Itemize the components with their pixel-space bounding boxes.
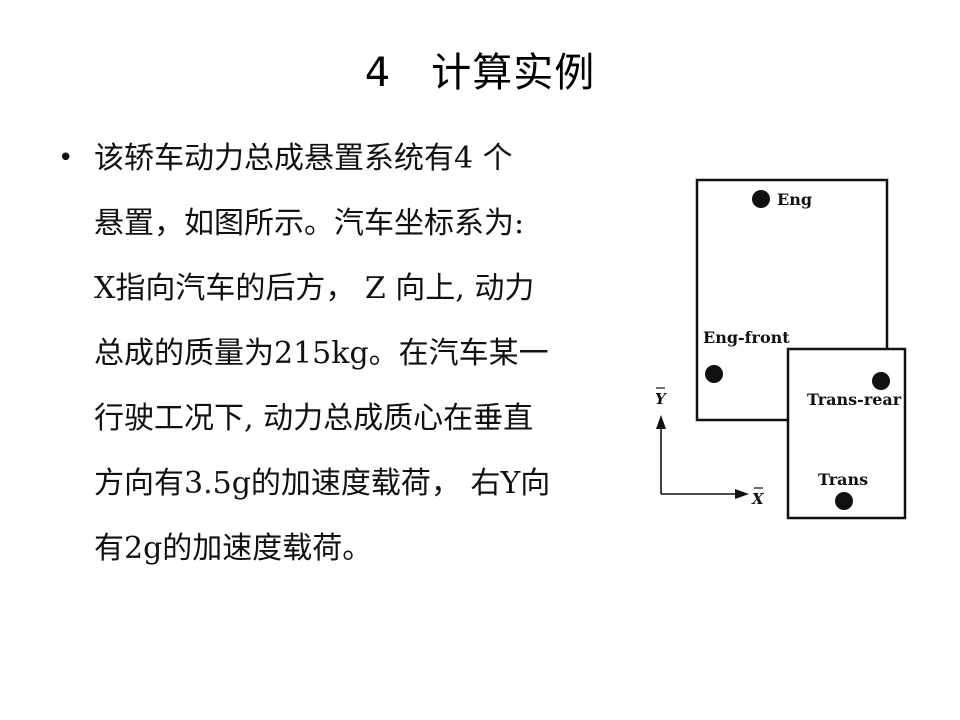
title-number: 4 [364, 50, 392, 96]
x-axis-label: X [751, 490, 765, 508]
y-axis-arrow-icon [656, 415, 666, 429]
body-line-5: 行驶工况下, 动力总成质心在垂直 [94, 401, 534, 436]
x-axis-arrow-icon [735, 489, 749, 499]
body-line-3: X指向汽车的后方， Z 向上, 动力 [94, 271, 535, 306]
body-paragraph: 该轿车动力总成悬置系统有4 个 悬置，如图所示。汽车坐标系为: X指向汽车的后方… [94, 130, 639, 585]
trans-mount-dot [835, 492, 853, 510]
mount-layout-svg: Eng Eng-front Trans-rear Trans Y X [655, 178, 907, 520]
mount-layout-figure: Eng Eng-front Trans-rear Trans Y X [645, 175, 915, 525]
body-line-2: 悬置，如图所示。汽车坐标系为: [94, 206, 525, 241]
eng-label: Eng [777, 190, 812, 209]
eng-front-label: Eng-front [703, 328, 790, 347]
title-text: 计算实例 [431, 50, 596, 96]
eng-front-mount-dot [705, 365, 723, 383]
body-line-7: 有2g的加速度载荷。 [94, 531, 373, 566]
eng-mount-dot [752, 190, 770, 208]
trans-rear-mount-dot [872, 372, 890, 390]
body-line-1: 该轿车动力总成悬置系统有4 个 [94, 141, 513, 176]
trans-rear-label: Trans-rear [807, 390, 902, 409]
trans-label: Trans [818, 470, 868, 489]
body-line-4: 总成的质量为215kg。在汽车某一 [94, 336, 549, 371]
body-line-6: 方向有3.5g的加速度载荷， 右Y向 [94, 466, 551, 501]
y-axis-label: Y [655, 390, 667, 408]
slide-title: 4 计算实例 [0, 40, 960, 106]
bullet-marker: • [58, 143, 74, 173]
